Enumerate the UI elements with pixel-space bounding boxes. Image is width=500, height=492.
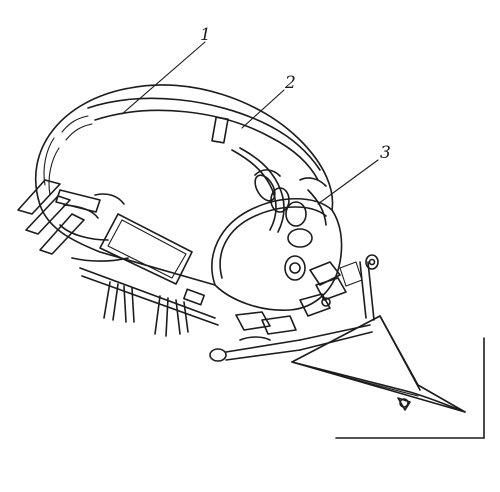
pack-flap: [211, 116, 343, 311]
callout-leaders: [121, 41, 379, 205]
tow-assembly: [209, 254, 485, 439]
release-mechanism: [235, 169, 363, 335]
callout-1: 1: [200, 25, 211, 45]
leader-2: [241, 89, 285, 129]
side-frame: [17, 179, 219, 337]
leader-1: [121, 41, 206, 115]
callout-labels: 1 2 3: [200, 25, 391, 163]
leader-3: [317, 159, 379, 205]
callout-3: 3: [380, 143, 391, 163]
callout-2: 2: [284, 73, 296, 93]
pack-body: [34, 84, 334, 286]
